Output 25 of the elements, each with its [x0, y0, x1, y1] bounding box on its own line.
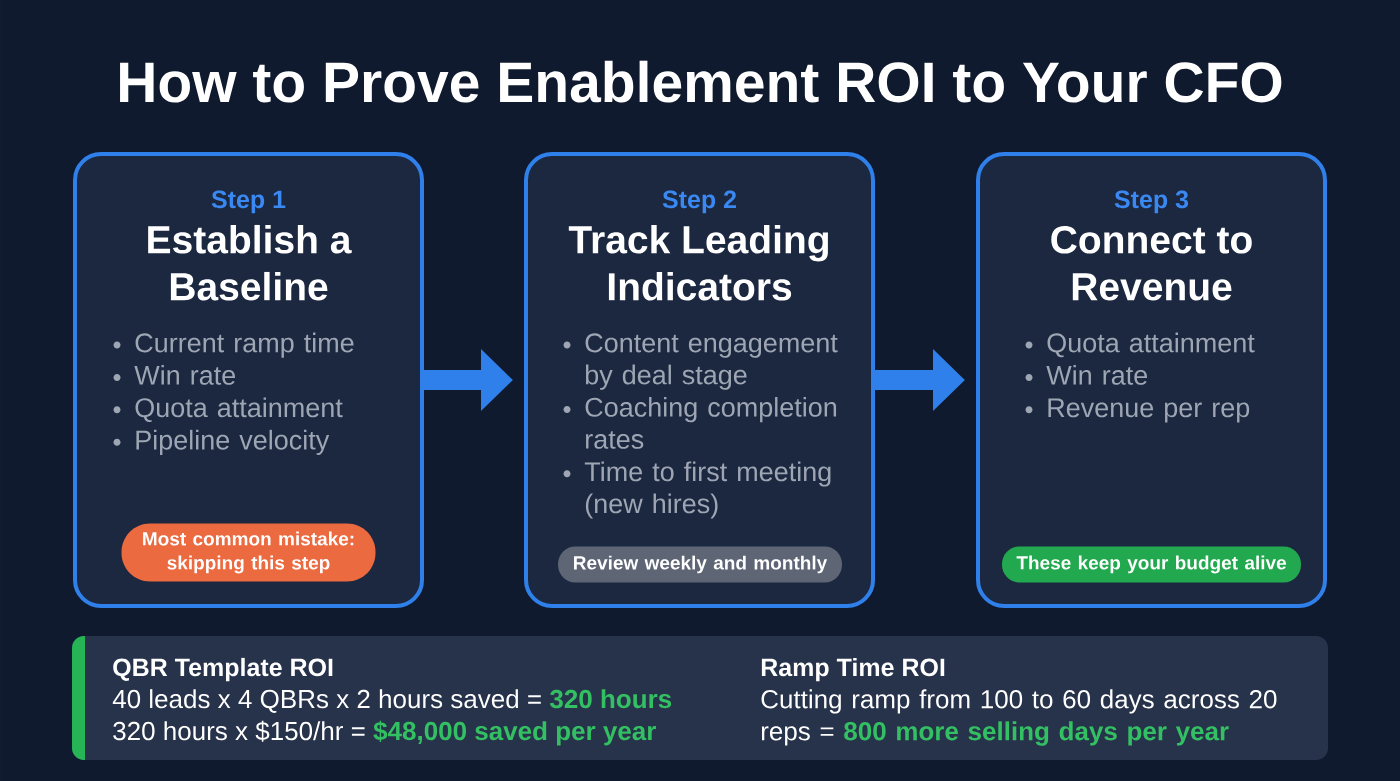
panel-heading: QBR Template ROI — [113, 657, 333, 682]
card-title: Establish a Baseline — [148, 224, 352, 301]
bullet-text: Quota attainment — [1047, 332, 1255, 358]
formula-text: Cutting ramp from 100 to 60 days across 20 reps = 800 more selling days per year — [761, 689, 1277, 746]
bullet-text: Current ramp time — [135, 332, 354, 358]
card-title: Connect to Revenue — [1051, 225, 1252, 301]
bullet-text: Coaching completion rates — [585, 397, 837, 449]
step-label: Step 2 — [662, 190, 736, 214]
note-pill: Review weekly and monthly — [558, 546, 842, 583]
step-label: Step 3 — [1114, 190, 1189, 214]
bullet-text: Quota attainment — [135, 397, 343, 423]
card-title: Track Leading Indicators — [568, 224, 828, 301]
bullet-text: Time to first meeting (new hires) — [584, 461, 831, 519]
bullet-text: Win rate — [134, 365, 235, 385]
note-pill: Most common mistake: skipping this step — [121, 523, 376, 582]
bullet-text: Win rate — [1046, 365, 1147, 385]
bullet-text: Revenue per rep — [1048, 398, 1250, 423]
note-pill: These keep your budget alive — [1002, 546, 1301, 583]
title: How to Prove Enablement ROI to Your CFO — [120, 60, 1282, 103]
panel-heading: Ramp Time ROI — [761, 657, 945, 682]
formula-text: 40 leads x 4 QBRs x 2 hours saved = 320 hours — [112, 689, 672, 713]
step-label: Step 1 — [211, 190, 286, 214]
formula-text: 320 hours x $150/hr = $48,000 saved per year — [113, 720, 656, 746]
bullet-text: Pipeline velocity — [136, 429, 330, 455]
bullet-text: Content engagement by deal stage — [585, 333, 838, 390]
